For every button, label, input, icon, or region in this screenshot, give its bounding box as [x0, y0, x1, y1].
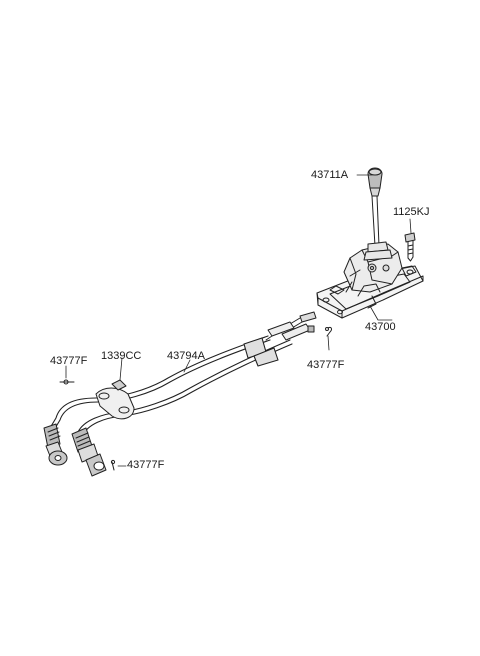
shift-lever: [363, 195, 393, 261]
shift-knob: [367, 167, 383, 197]
shifter-base: [316, 243, 424, 319]
part-label-clip-left: 43777F: [50, 355, 88, 367]
part-label-clip-upper: 43777F: [307, 359, 345, 371]
part-label-clip-lower: 43777F: [127, 459, 165, 471]
bolt: [404, 232, 416, 262]
cable-assembly: [49, 335, 293, 437]
shifter-cable-ends: [265, 311, 317, 341]
cable-end-lower: [71, 427, 107, 477]
clip-left: [59, 379, 75, 385]
part-label-knob: 43711A: [311, 169, 349, 181]
leader-lines: [65, 174, 412, 467]
part-label-cable-assembly: 43794A: [167, 350, 205, 362]
part-label-nut: 1339CC: [101, 350, 142, 362]
part-label-bolt: 1125KJ: [393, 206, 430, 218]
clip-upper: [325, 326, 332, 337]
clip-lower: [110, 459, 116, 471]
cable-end-left: [43, 423, 68, 466]
part-label-shifter-assembly: 43700: [365, 321, 396, 333]
cable-bracket: [95, 379, 135, 420]
